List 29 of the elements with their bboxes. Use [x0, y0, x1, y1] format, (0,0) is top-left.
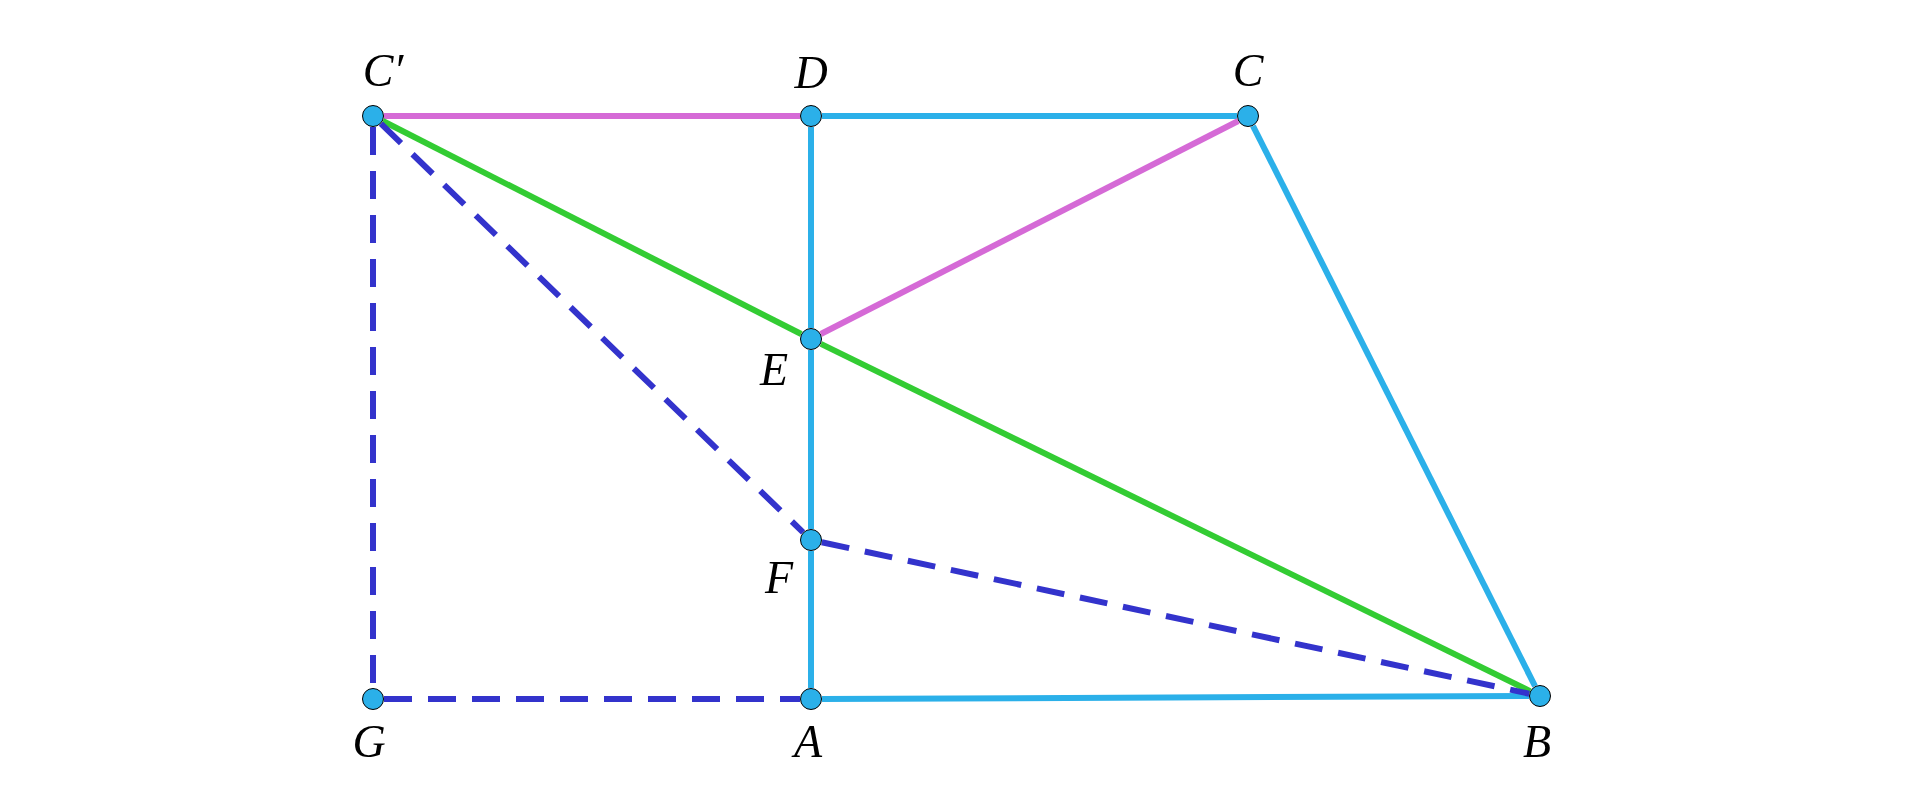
line-segment [822, 693, 1529, 702]
dashed-line [821, 539, 1530, 697]
point-dot [800, 529, 822, 551]
line-segment [822, 113, 1237, 119]
point-dot [362, 105, 384, 127]
point-label: A [793, 719, 823, 765]
line-segment [819, 341, 1532, 694]
point-dot [800, 105, 822, 127]
dashed-line [384, 696, 800, 702]
line-segment [384, 113, 800, 119]
line-segment [808, 350, 814, 529]
line-segment [819, 118, 1240, 337]
line-segment [808, 127, 814, 328]
point-label: F [764, 555, 794, 601]
point-dot [800, 328, 822, 350]
line-segment [381, 118, 803, 337]
dashed-line [378, 121, 806, 535]
point-label: C′ [362, 48, 404, 94]
point-label: E [759, 347, 789, 393]
point-dot [1529, 685, 1551, 707]
point-dot [362, 688, 384, 710]
point-dot [1237, 105, 1259, 127]
point-label: C [1232, 48, 1264, 94]
point-label: D [794, 50, 828, 96]
point-label: B [1522, 719, 1552, 765]
line-segment [1250, 124, 1538, 688]
line-segment [808, 551, 814, 688]
point-label: G [352, 719, 386, 765]
point-dot [800, 688, 822, 710]
